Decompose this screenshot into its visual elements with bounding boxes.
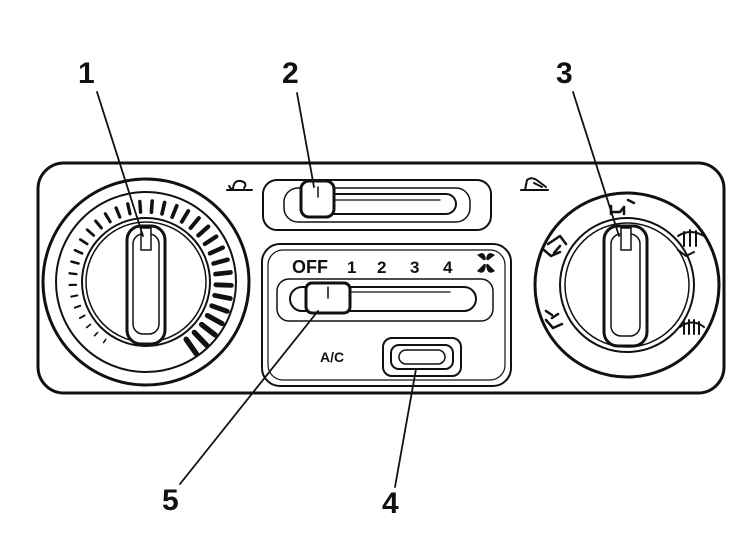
ac-button-frame (383, 338, 461, 376)
fan-speed-off-label: OFF (292, 258, 328, 276)
temperature-scale-mark (207, 316, 222, 324)
ac-button[interactable] (391, 345, 453, 369)
floor-icon (546, 311, 562, 328)
floor-defrost-icon (678, 230, 704, 256)
leader-lines (97, 92, 619, 487)
temperature-scale-mark (162, 203, 165, 214)
callout-4: 4 (382, 489, 399, 519)
temperature-scale-mark (182, 211, 188, 222)
mode-dial[interactable] (535, 193, 719, 377)
defrost-icon (680, 320, 704, 334)
callout-3: 3 (556, 59, 573, 89)
temperature-scale-mark (105, 214, 110, 222)
mode-indicator (621, 228, 631, 250)
temperature-scale-mark (212, 306, 227, 312)
temperature-scale-mark (104, 339, 106, 342)
callout-5: 5 (162, 486, 179, 516)
temperature-scale-mark (87, 230, 94, 236)
temperature-scale-mark (140, 201, 141, 212)
temperature-scale-mark (216, 285, 232, 286)
temperature-scale-mark (95, 333, 98, 336)
temperature-scale-mark (87, 325, 91, 328)
leader-line-2 (297, 93, 314, 187)
fan-speed-3-label: 3 (410, 259, 419, 276)
temperature-scale-mark (75, 306, 80, 308)
temperature-scale-mark (128, 204, 130, 214)
temperature-scale-mark (216, 272, 231, 274)
recirculation-icon (227, 181, 252, 190)
temperature-scale-mark (215, 295, 231, 298)
temperature-indicator (141, 228, 151, 250)
temperature-scale-mark (71, 295, 77, 296)
temperature-scale-mark (186, 339, 196, 354)
callout-2: 2 (282, 59, 299, 89)
temperature-scale-mark (202, 325, 216, 336)
temperature-scale-mark (214, 260, 228, 264)
temperature-scale-mark (191, 218, 199, 228)
fan-speed-2-label: 2 (377, 259, 386, 276)
temperature-scale-mark (151, 201, 152, 212)
fan-speed-4-label: 4 (443, 259, 452, 276)
temperature-scale-mark (96, 221, 102, 228)
temperature-scale-mark (75, 250, 82, 253)
temperature-scale-mark (116, 208, 120, 217)
temperature-scale-mark (70, 273, 77, 274)
temperature-scale-mark (194, 333, 206, 346)
air-intake-section (227, 178, 548, 230)
fan-icon (477, 253, 495, 273)
temperature-scale-mark (80, 316, 85, 319)
air-intake-lever[interactable] (301, 181, 334, 217)
temperature-scale-mark (80, 240, 87, 245)
temperature-scale-mark (210, 248, 223, 254)
fan-speed-1-label: 1 (347, 259, 356, 276)
temperature-scale-mark (198, 227, 208, 236)
temperature-scale-mark (172, 206, 177, 217)
callout-1: 1 (78, 59, 95, 89)
fresh-air-icon (521, 178, 548, 190)
temperature-scale-mark (205, 237, 217, 245)
temperature-scale-mark (71, 262, 78, 264)
ac-label: A/C (320, 350, 344, 364)
temperature-dial[interactable] (43, 179, 249, 385)
vent-face-icon (611, 200, 634, 214)
